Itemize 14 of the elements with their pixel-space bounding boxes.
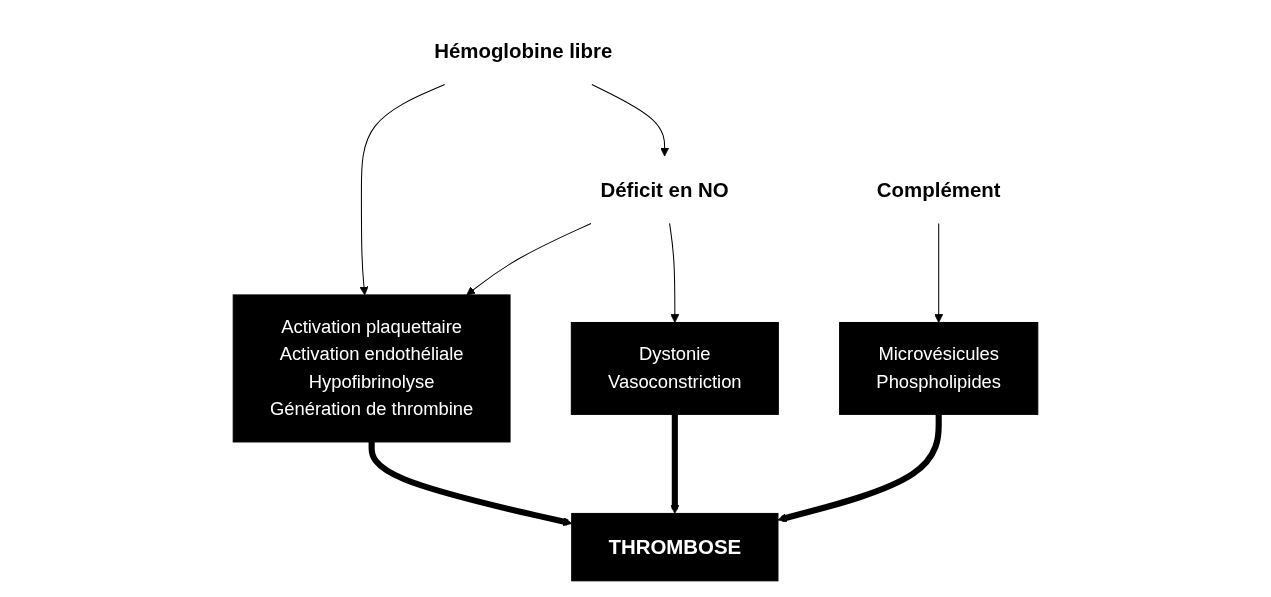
arrow — [359, 83, 446, 295]
node-box: Activation plaquettaire Activation endothéliale Hypofibrinolyse Génération de thrombine — [232, 293, 511, 442]
arrow — [670, 413, 680, 514]
node-text: Complément — [876, 178, 1001, 201]
node-box: THROMBOSE — [571, 512, 779, 581]
arrow — [591, 83, 670, 156]
arrow — [934, 222, 944, 323]
node-box: Dystonie Vasoconstriction — [570, 321, 779, 415]
arrow — [669, 222, 680, 323]
node-box: Microvésicules Phospholipides — [839, 321, 1039, 415]
node-text: Déficit en NO — [600, 178, 729, 201]
arrow — [777, 413, 942, 522]
arrow — [466, 222, 592, 295]
node-text: Hémoglobine libre — [434, 39, 613, 62]
